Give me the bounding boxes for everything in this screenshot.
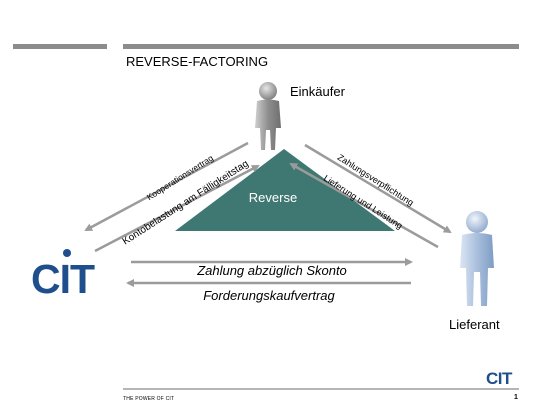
slide-title: REVERSE-FACTORING [126,54,269,69]
top-rule-right [123,44,519,49]
svg-text:CIT: CIT [486,369,513,388]
supplier-figure-icon [460,211,494,306]
buyer-figure-icon [255,82,281,150]
bottom-rule [123,388,519,390]
svg-text:CIT: CIT [31,256,95,302]
top-rule-left [13,44,107,49]
buyer-label: Einkäufer [290,84,345,99]
arrow-right-inner [289,162,439,249]
label-bottom-bottom: Forderungskaufvertrag [203,288,335,303]
supplier-label: Lieferant [449,317,500,332]
arrow-right-outer [304,143,452,234]
footer-text: THE POWER OF CIT [123,396,175,402]
page-number: 1 [514,394,518,401]
arrow-left-inner [94,164,260,253]
cit-small-logo-icon: CIT [486,369,514,388]
label-bottom-top: Zahlung abzüglich Skonto [196,263,347,278]
reverse-triangle [175,149,395,231]
triangle-label: Reverse [249,190,297,205]
arrow-left-outer [84,141,249,232]
cit-logo-icon: CIT [31,249,96,302]
